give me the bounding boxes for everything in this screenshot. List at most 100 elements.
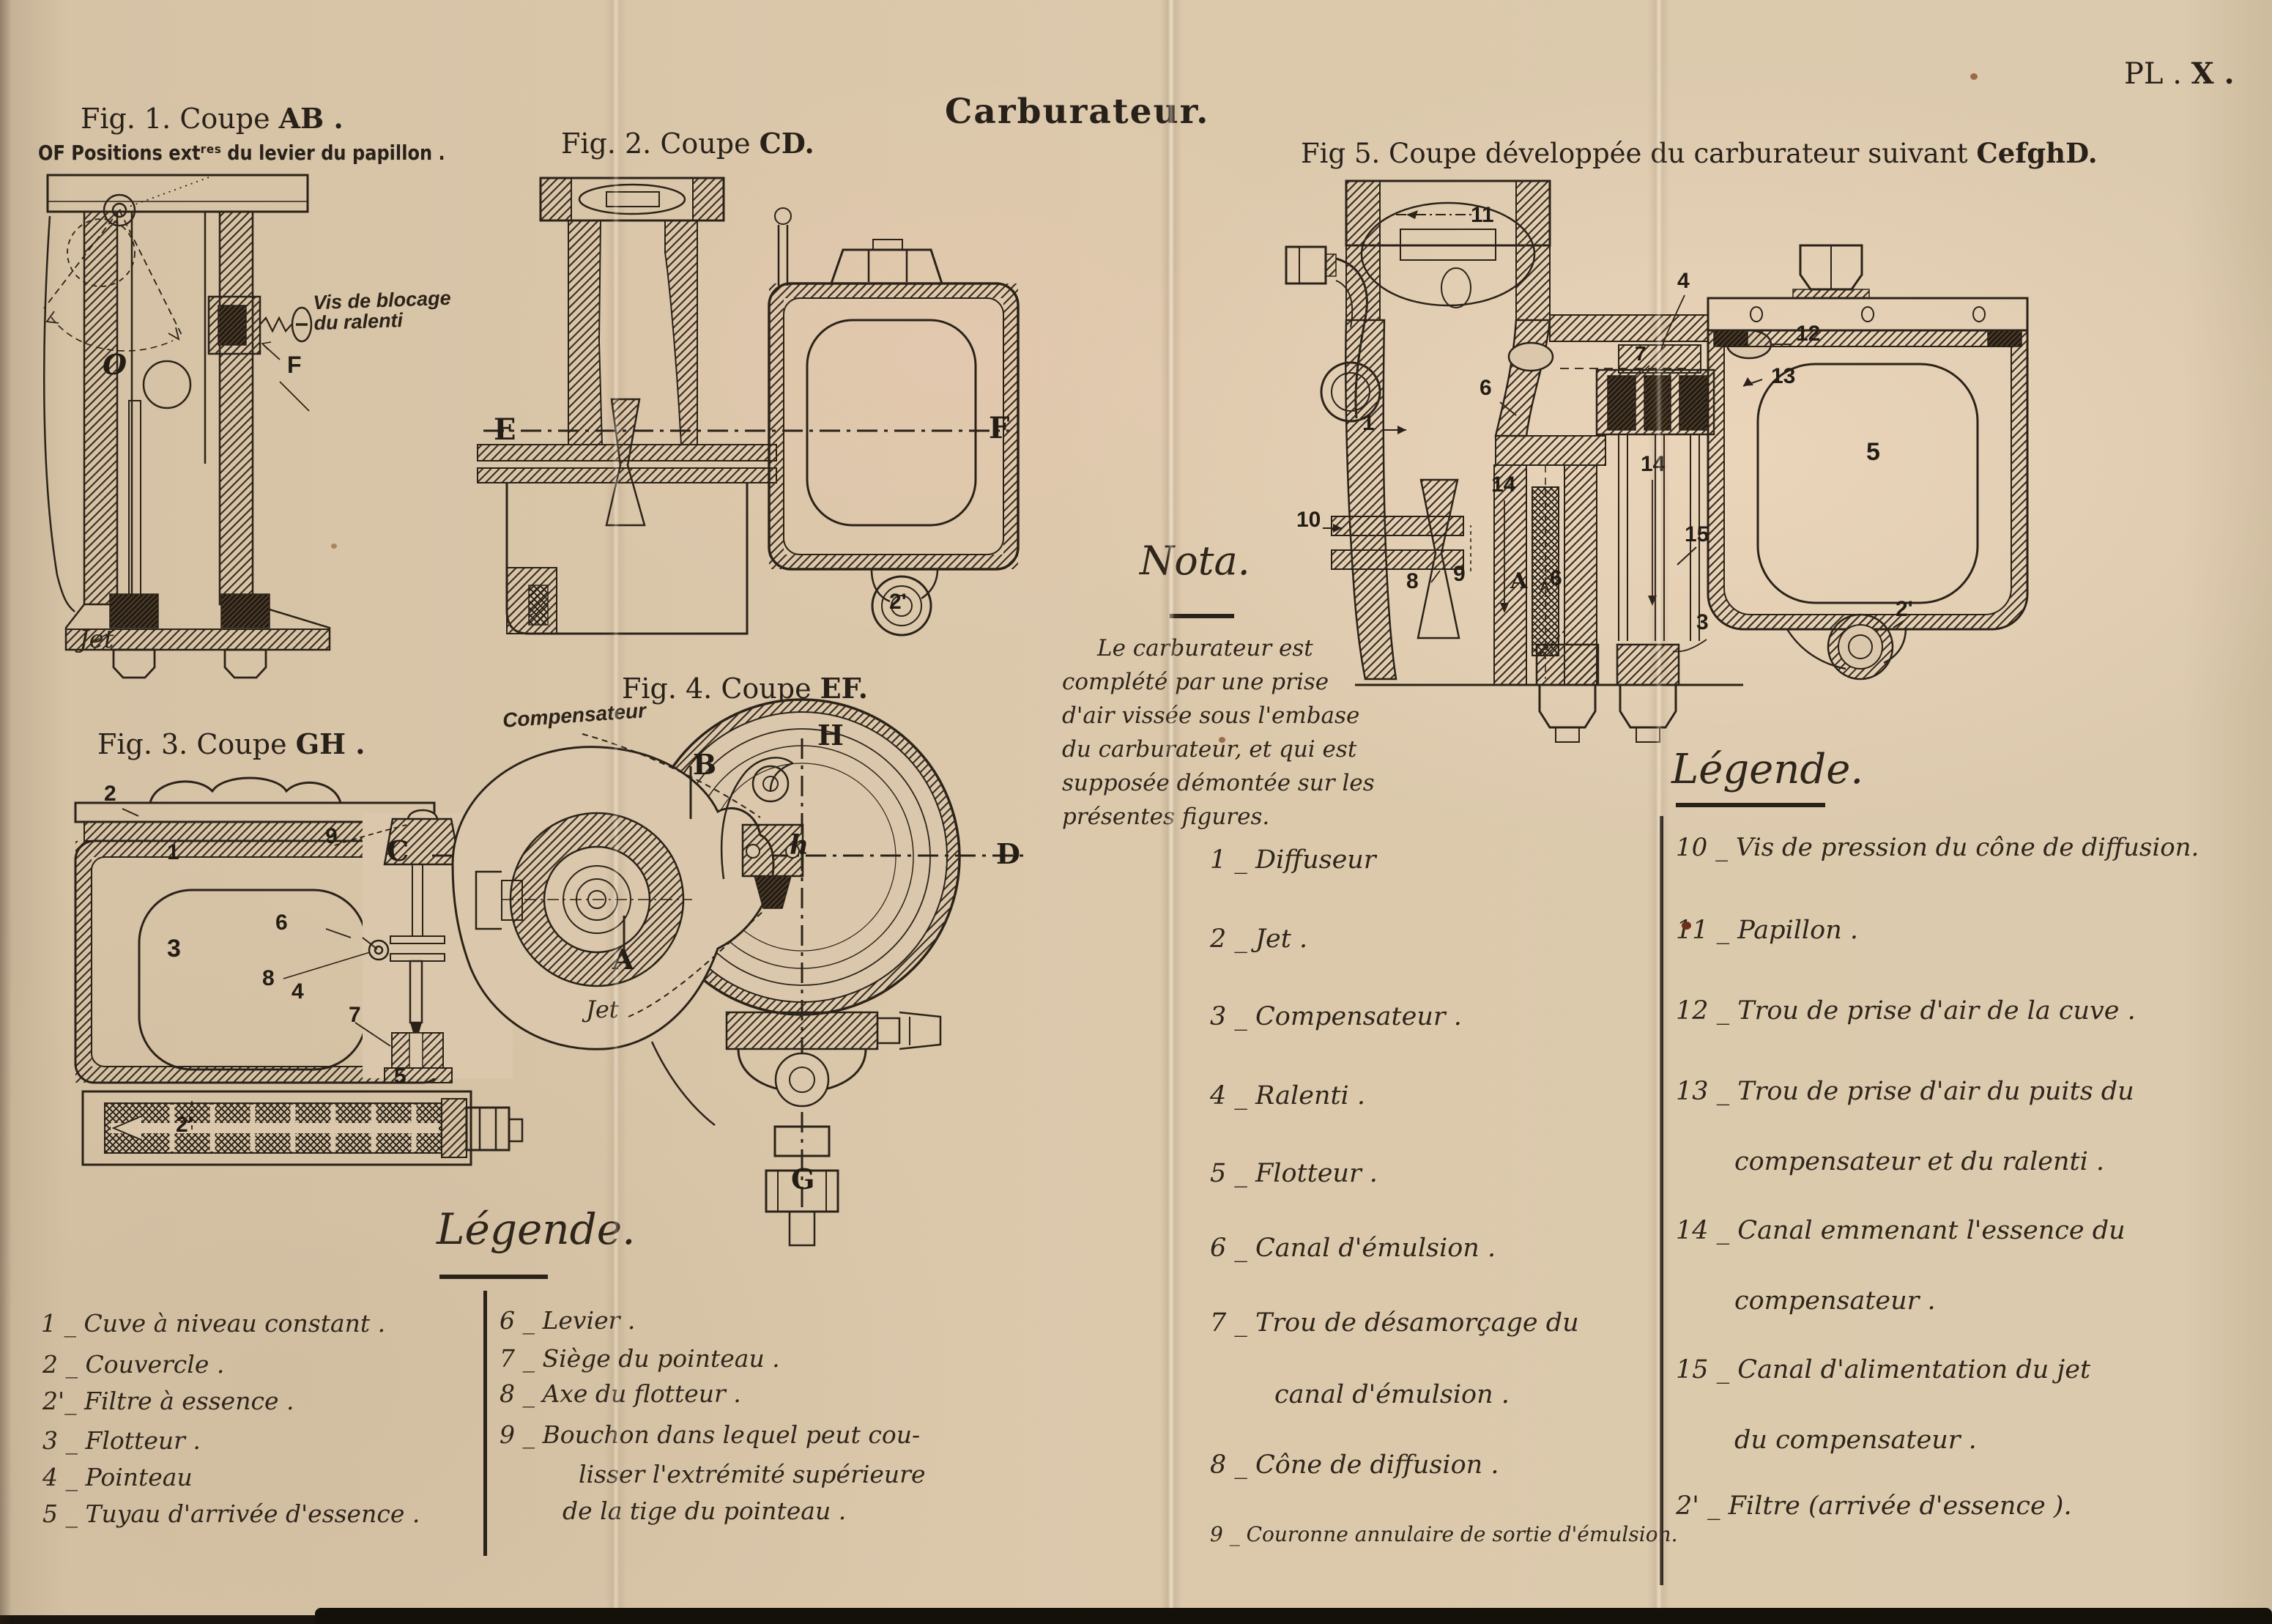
legend-right-col2-item: compensateur et du ralenti . [1734, 1147, 2105, 1176]
fig3-label-6: 6 [275, 911, 288, 935]
fig4-label-jet: Jet [586, 995, 619, 1023]
legend-right-title: Légende. [1671, 746, 1864, 793]
legend-right-col1-item: 8 _ Cône de diffusion . [1210, 1450, 1499, 1480]
fig5-title: Fig 5. Coupe développée du carburateur s… [1301, 139, 2098, 168]
legend-right-col1-item: 6 _ Canal d'émulsion . [1210, 1234, 1496, 1263]
legend-right-col1-item: 7 _ Trou de désamorçage du [1210, 1308, 1579, 1338]
fig2-title-prefix: Fig. 2. Coupe [561, 127, 760, 160]
paper-speck [331, 544, 337, 549]
legend-left-item: 5 _ Tuyau d'arrivée d'essence . [42, 1499, 420, 1528]
legend-mid-item: 9 _ Bouchon dans lequel peut cou- [500, 1420, 921, 1449]
fig1-label-jet: Jet [79, 625, 114, 654]
paper-speck [1682, 922, 1691, 930]
fig3-label-2p: 2' [176, 1113, 193, 1137]
fig3-label-3: 3 [167, 935, 181, 963]
nota-line: Le carburateur est [1097, 635, 1313, 661]
scan-edge-bottom-thick [315, 1608, 2272, 1624]
fig1-title-prefix: Fig. 1. Coupe [81, 103, 279, 135]
fig3-title-letters: GH . [295, 727, 365, 760]
legend-right-col1-item: 4 _ Ralenti . [1210, 1081, 1365, 1111]
fig2-title: Fig. 2. Coupe CD. [561, 129, 814, 159]
legend-left-item: 2 _ Couvercle . [42, 1350, 225, 1379]
fig5-label-12: 12 [1796, 322, 1821, 346]
legend-right-col1-item: canal d'émulsion . [1274, 1380, 1510, 1409]
fig4-title-letters: EF. [820, 672, 869, 705]
fig5-label-9: 9 [1453, 562, 1466, 586]
fig2-title-letters: CD. [759, 127, 814, 160]
fig5-label-3: 3 [1696, 610, 1709, 634]
nota-line: supposée démontée sur les [1062, 770, 1375, 796]
fig4-title-prefix: Fig. 4. Coupe [622, 672, 820, 705]
legend-right-col2-item: 14 _ Canal emmenant l'essence du [1676, 1216, 2126, 1245]
legend-right-col1-item: 2 _ Jet . [1210, 924, 1308, 954]
legend-right-col1-item: 3 _ Compensateur . [1210, 1002, 1462, 1031]
fig5-label-7: 7 [1635, 342, 1647, 365]
plate-number-x: X . [2191, 56, 2235, 91]
fig3-label-7: 7 [349, 1003, 361, 1027]
fig5-label-15: 15 [1685, 522, 1709, 546]
legend-right-col2-item: 12 _ Trou de prise d'air de la cuve . [1676, 996, 2136, 1026]
fig5-title-letters: CefghD. [1976, 137, 2098, 169]
legend-right-col1-item: 9 _ Couronne annulaire de sortie d'émuls… [1210, 1522, 1678, 1546]
fig3-label-1: 1 [167, 840, 179, 864]
fig1-subtitle: OF Positions extʳᵉˢ du levier du papillo… [38, 141, 445, 165]
fig4-title: Fig. 4. Coupe EF. [622, 674, 868, 704]
fig4-label-h-up: H [817, 719, 844, 752]
legend-right-col2-item: 2' _ Filtre (arrivée d'essence ). [1676, 1491, 2072, 1521]
fig5-label-11: 11 [1471, 203, 1494, 227]
legend-right-col2-item: 15 _ Canal d'alimentation du jet [1676, 1355, 2091, 1384]
nota-line: présentes figures. [1062, 804, 1270, 830]
fig3-title-prefix: Fig. 3. Coupe [97, 728, 296, 760]
fig3-label-2: 2 [104, 782, 116, 806]
nota-line: d'air vissée sous l'embase [1062, 702, 1360, 729]
fig1-title: Fig. 1. Coupe AB . [81, 104, 344, 134]
fig4-label-h-low: h [790, 830, 809, 861]
legend-left-item: 2'_ Filtre à essence . [42, 1387, 294, 1415]
legend-right-col2-item: 13 _ Trou de prise d'air du puits du [1676, 1077, 2134, 1106]
nota-line: du carburateur, et qui est [1062, 736, 1357, 763]
fig3-label-5: 5 [394, 1064, 406, 1089]
legend-right-col1-item: 1 _ Diffuseur [1210, 845, 1376, 875]
legend-mid-item: de la tige du pointeau . [563, 1497, 847, 1525]
legend-mid-divider [483, 1291, 487, 1556]
nota-body: Le carburateur est complété par une pris… [1062, 631, 1375, 834]
paper-speck [1970, 73, 1978, 80]
fig5-label-1: 1 [1362, 411, 1375, 435]
fig5-label-6b: 6 [1550, 566, 1562, 590]
legend-right-divider [1660, 816, 1663, 1585]
legend-mid-title: Légende. [437, 1204, 636, 1254]
legend-left-item: 3 _ Flotteur . [42, 1426, 201, 1455]
fig4-drawing [432, 698, 1027, 1247]
plate-number-prefix: PL . [2124, 57, 2191, 91]
fig2-drawing [477, 177, 1020, 637]
legend-right-underline [1676, 803, 1825, 807]
fig3-label-8: 8 [262, 966, 275, 990]
fig3-label-9: 9 [325, 824, 338, 848]
scan-edge-left [0, 0, 12, 1624]
legend-right-col2-item: 10 _ Vis de pression du cône de diffusio… [1676, 833, 2199, 862]
nota-title: Nota. [1140, 538, 1250, 584]
fig5-drawing [1285, 179, 2029, 743]
legend-mid-item: 7 _ Siège du pointeau . [500, 1344, 780, 1373]
fig2-label-f: F [989, 411, 1010, 445]
fig4-label-c: C [387, 834, 409, 867]
fig5-label-14a: 14 [1491, 472, 1516, 497]
paper-speck [1219, 737, 1225, 743]
fig5-label-13: 13 [1771, 364, 1796, 388]
fig1-drawing [42, 174, 331, 679]
fig1-label-f: F [287, 352, 302, 378]
legend-mid-item: lisser l'extrémité supérieure [579, 1460, 926, 1488]
legend-right-col2-item: du compensateur . [1734, 1425, 1977, 1455]
legend-left-item: 4 _ Pointeau [42, 1463, 193, 1491]
fig4-label-g: G [791, 1163, 815, 1195]
fig4-label-b: B [693, 748, 717, 781]
fig5-label-4: 4 [1677, 269, 1690, 293]
fig4-label-a: A [612, 943, 634, 976]
fig1-annotation: Vis de blocage du ralenti [313, 287, 452, 335]
legend-left-item: 1 _ Cuve à niveau constant . [41, 1309, 386, 1338]
legend-right-col2-item: 11 _ Papillon . [1676, 916, 1858, 945]
fig1-title-letters: AB . [278, 102, 344, 135]
fig3-label-4: 4 [292, 979, 304, 1004]
plate-number: PL . X . [2124, 56, 2235, 91]
